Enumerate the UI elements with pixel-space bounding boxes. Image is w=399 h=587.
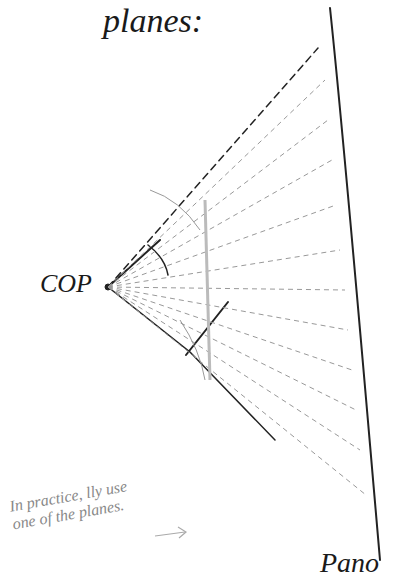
note-arrow: [155, 527, 186, 538]
cop-label: COP: [40, 270, 92, 299]
plane-label: Pano: [320, 548, 379, 579]
heading-label: planes:: [103, 2, 203, 39]
ink-lines: [105, 8, 380, 560]
pencil-rays: [108, 80, 366, 495]
handwritten-note: In practice, lly use one of the planes.: [8, 474, 152, 533]
